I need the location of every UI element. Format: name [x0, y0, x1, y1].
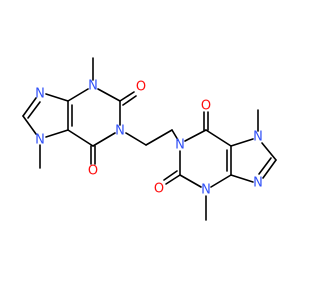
atom-o2-left: O [136, 80, 146, 95]
atom-n1-right: N [175, 138, 185, 153]
linker-bonds [125, 129, 179, 146]
bond-c8-n9-right-a [262, 159, 277, 179]
atom-o2-right: O [154, 182, 164, 197]
bond-c8-n9-right-b [258, 157, 272, 175]
bond-n9-c2-left [97, 88, 121, 102]
bond-c2-o2-right-b [163, 170, 178, 181]
bond-n3-c8-left-b [27, 101, 41, 119]
bond-n1-c6-left [92, 132, 116, 147]
bond-c2-o2-left-b [122, 95, 137, 106]
bond-c5-n7-right [230, 138, 254, 147]
bond-n7-c5-left [45, 129, 69, 138]
atom-n9-right: N [253, 176, 263, 191]
bond-c6-c5-right [205, 129, 232, 147]
bond-ch2-ch2 [145, 129, 173, 146]
molecule-diagram: N O N O N N N O O N N N [22, 57, 277, 221]
bond-n7-c8-right [261, 142, 277, 161]
bond-c4-n9-left [67, 88, 89, 102]
bond-c6-c5-left [67, 129, 94, 147]
atom-n1-left: N [115, 124, 125, 139]
atom-n7-left: N [35, 133, 45, 148]
bond-n9-c4-right [230, 174, 254, 183]
bond-c2-o2-left-a [119, 91, 135, 102]
bond-c4-n3-right [210, 174, 232, 188]
bond-n1-c6-right [184, 129, 207, 142]
bond-n3-c8-left-a [22, 97, 37, 117]
atom-labels: N O N O N N N O O N N N [35, 79, 263, 198]
bond-n3-c2-right [179, 174, 202, 188]
bond-c4-n3-left [45, 93, 69, 102]
atom-o6-right: O [201, 99, 211, 114]
left-unit-bonds [22, 57, 137, 169]
atom-n3-left: N [35, 87, 45, 102]
bond-n1-ch2-left [125, 132, 147, 146]
atom-n9-left: N [88, 79, 98, 94]
atom-n3-right: N [201, 183, 211, 198]
bond-c2-o2-right-a [165, 174, 181, 185]
bond-ch2-n1-right [171, 129, 179, 141]
bond-c8-n7-left [22, 115, 37, 135]
atom-n7-right: N [253, 130, 263, 145]
atom-o6-left: O [88, 164, 98, 179]
right-unit-bonds [163, 109, 277, 221]
